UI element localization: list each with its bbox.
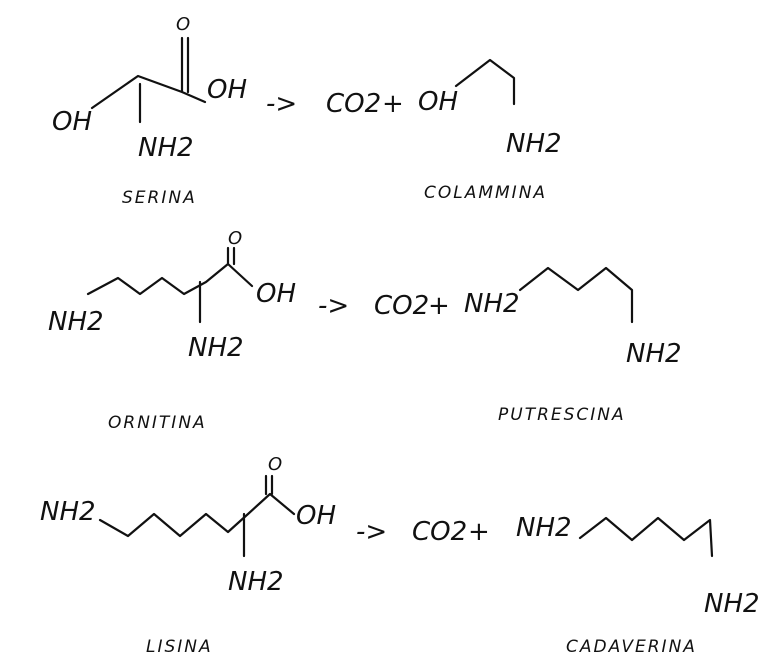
cadaverina-amino-group-left: NH2: [516, 513, 572, 543]
serina-skeleton: [90, 36, 207, 124]
reaction-1: OH OH NH2 O -> CO2 + OH NH2 SERINA COLAM…: [52, 14, 562, 208]
lisina-name: LISINA: [146, 637, 213, 657]
lisina-amino-group-terminal: NH2: [40, 497, 96, 527]
lisina-skeleton: [98, 474, 296, 558]
colammina-hydroxyl-group: OH: [418, 87, 458, 117]
arrow-1: ->: [266, 89, 297, 119]
co2-2: CO2: [374, 291, 429, 321]
arrow-3: ->: [356, 517, 387, 547]
colammina-name: COLAMMINA: [424, 183, 547, 203]
lisina-amino-group-alpha: NH2: [228, 567, 284, 597]
putrescina-amino-group-right: NH2: [626, 339, 682, 369]
lisina-carboxyl-oh: OH: [296, 501, 336, 531]
cadaverina-amino-group-right: NH2: [704, 589, 760, 619]
ornitina-carboxyl-oh: OH: [256, 279, 296, 309]
putrescina-name: PUTRESCINA: [498, 405, 626, 425]
arrow-2: ->: [318, 291, 349, 321]
ornitina-carbonyl-oxygen: O: [228, 228, 242, 249]
ornitina-skeleton: [86, 246, 254, 324]
ornitina-name: ORNITINA: [108, 413, 207, 433]
cadaverina-name: CADAVERINA: [566, 637, 697, 657]
colammina-skeleton: [454, 58, 516, 106]
plus-2: +: [428, 291, 450, 321]
reaction-3: NH2 OH NH2 O -> CO2 + NH2 NH2 LISINA CAD…: [40, 454, 760, 657]
serina-carbonyl-oxygen: O: [176, 14, 190, 35]
reaction-2: NH2 OH NH2 O -> CO2 + NH2 NH2 ORNITINA P…: [48, 228, 682, 433]
lisina-carbonyl-oxygen: O: [268, 454, 282, 475]
putrescina-amino-group-left: NH2: [464, 289, 520, 319]
serina-name: SERINA: [122, 188, 197, 208]
putrescina-skeleton: [518, 266, 634, 324]
serina-hydroxyl-group: OH: [52, 107, 92, 137]
colammina-amino-group: NH2: [506, 129, 562, 159]
plus-3: +: [468, 517, 490, 547]
cadaverina-skeleton: [578, 516, 714, 558]
ornitina-amino-group-terminal: NH2: [48, 307, 104, 337]
serina-amino-group: NH2: [138, 133, 194, 163]
co2-1: CO2: [326, 89, 381, 119]
ornitina-amino-group-alpha: NH2: [188, 333, 244, 363]
plus-1: +: [382, 89, 404, 119]
co2-3: CO2: [412, 517, 467, 547]
serina-carboxyl-oh: OH: [207, 75, 247, 105]
